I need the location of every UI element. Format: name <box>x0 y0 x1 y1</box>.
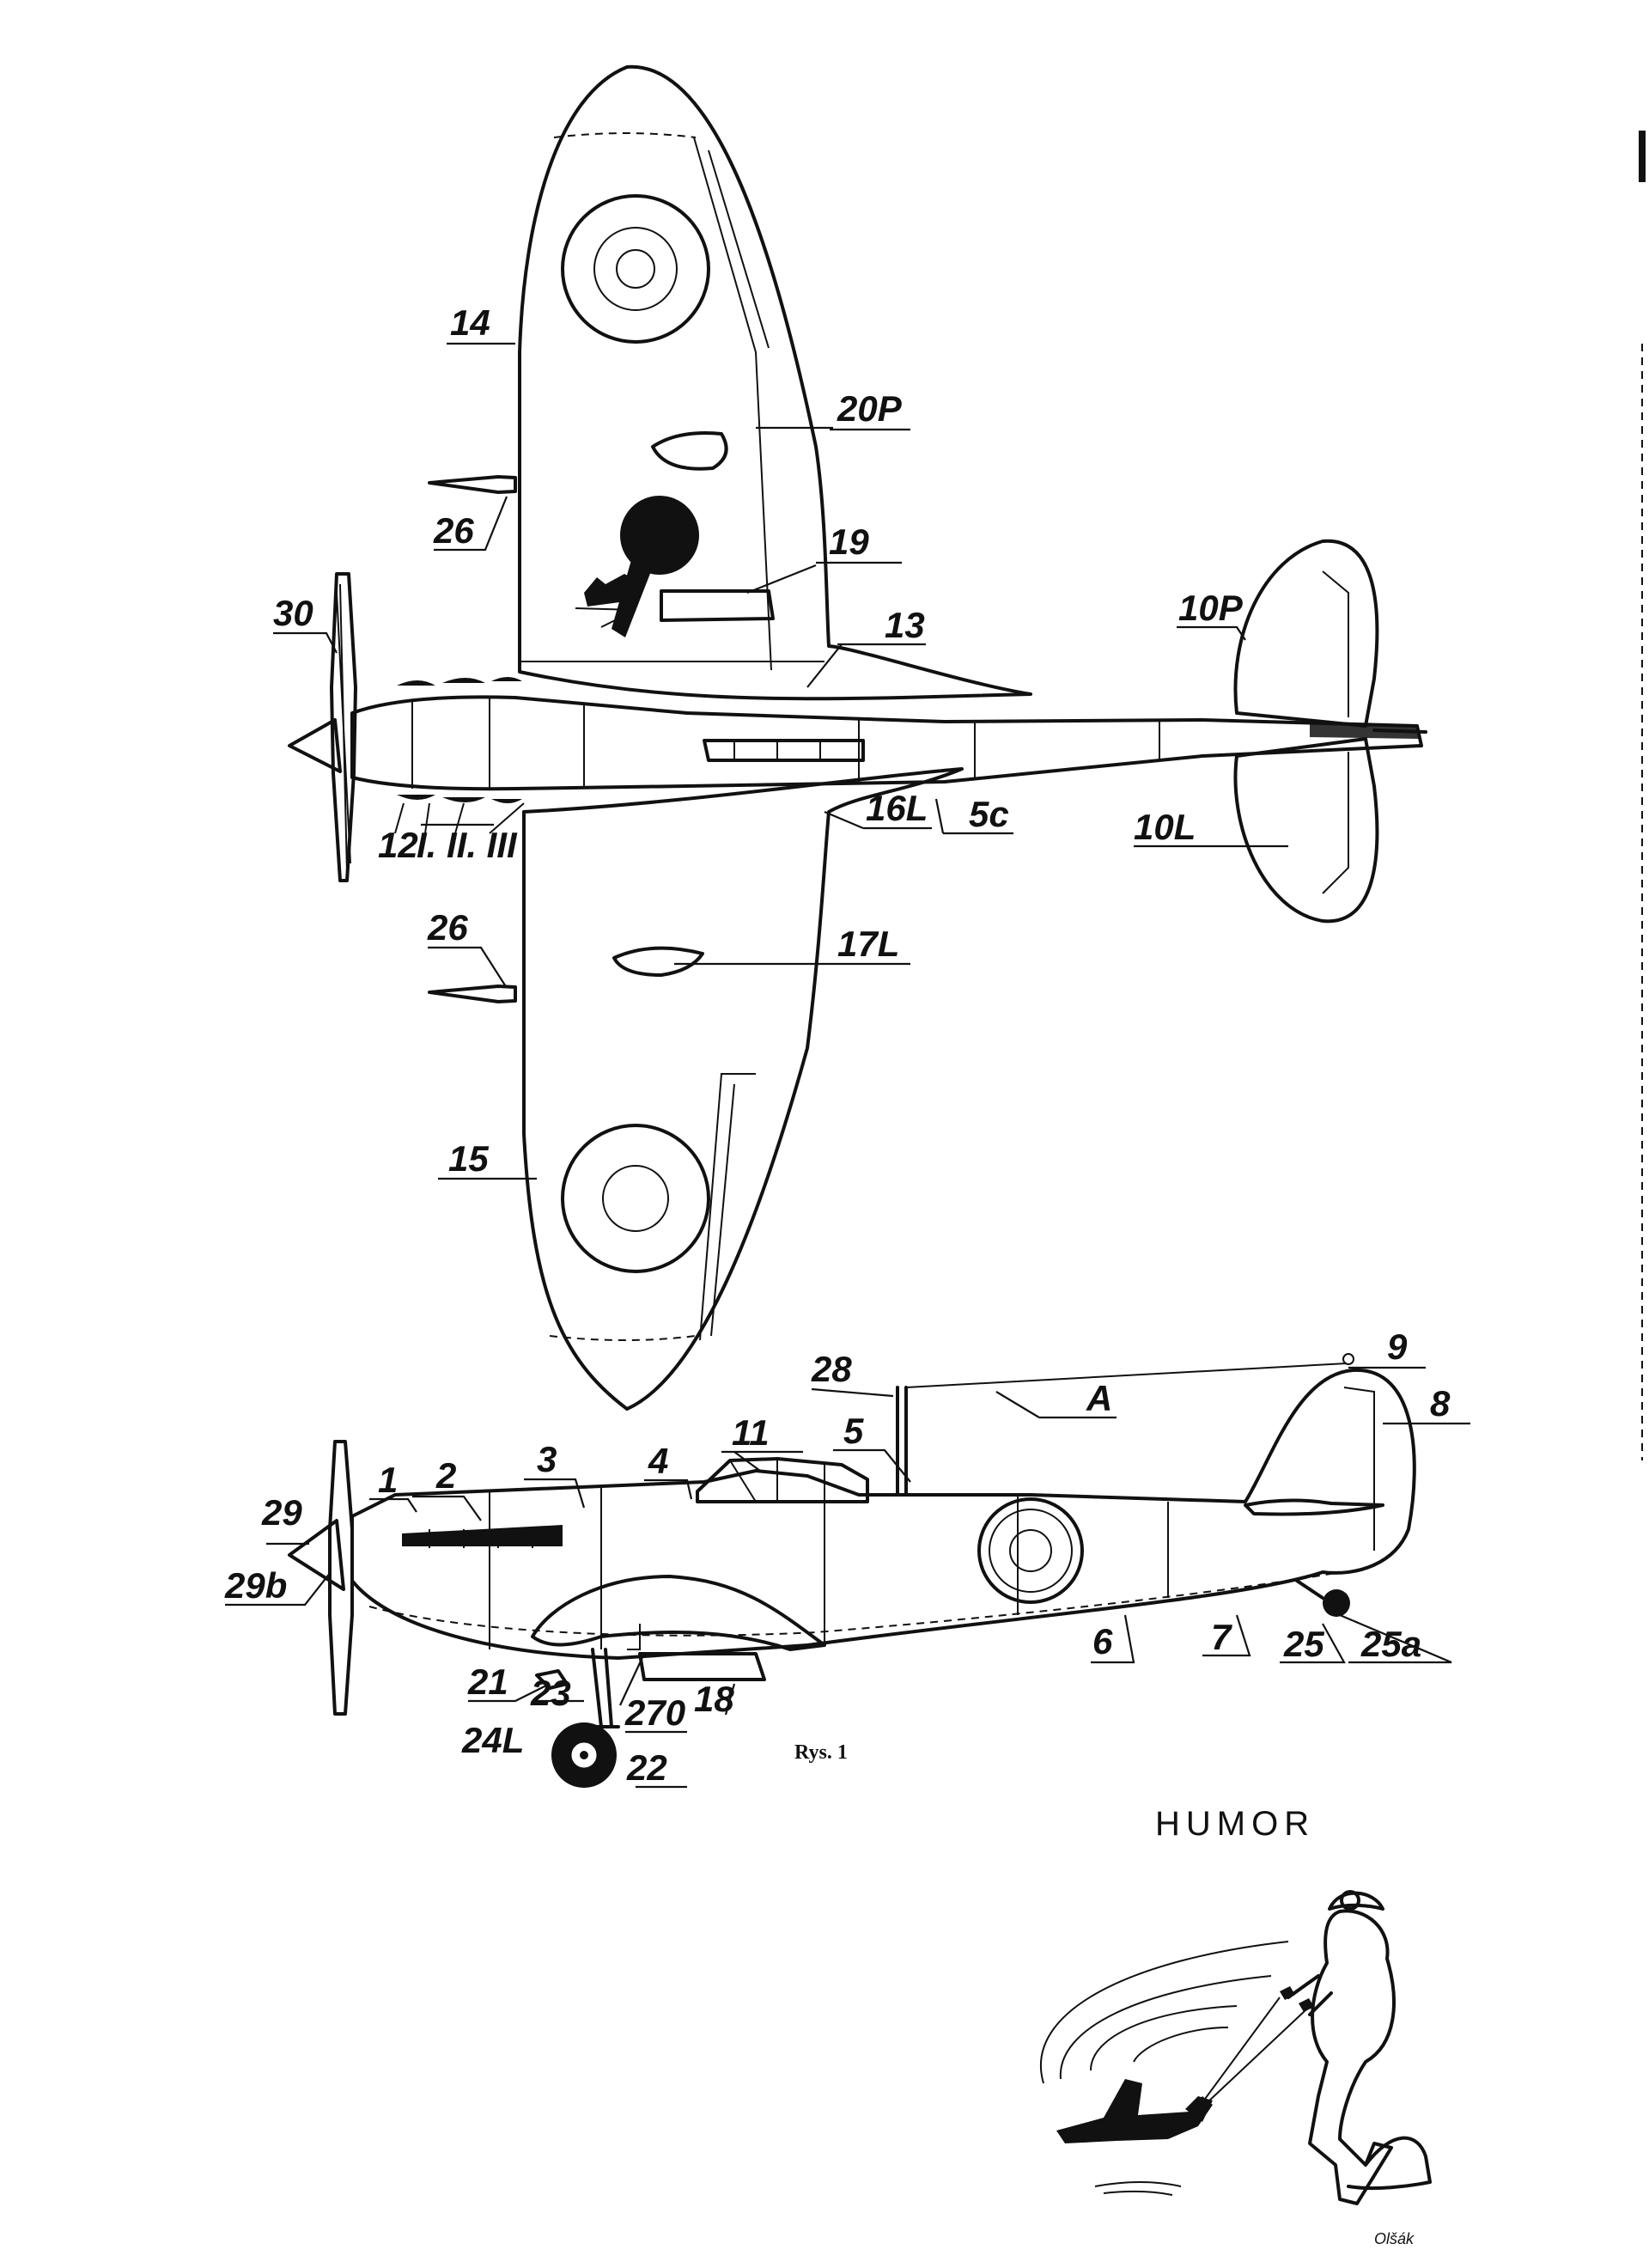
label-28: 28 <box>811 1349 852 1389</box>
side-antenna-wire <box>905 1363 1348 1388</box>
label-21: 21 <box>467 1661 508 1702</box>
humor-title: HUMOR <box>1155 1805 1315 1843</box>
plan-roundel-upper <box>561 194 710 344</box>
label-2: 2 <box>435 1455 456 1496</box>
page-edge-mark <box>1639 131 1646 182</box>
label-5: 5 <box>843 1411 864 1451</box>
label-13: 13 <box>885 605 925 645</box>
side-tailwheel <box>1295 1579 1350 1617</box>
label-15: 15 <box>448 1138 489 1179</box>
label-24l: 24L <box>461 1720 524 1760</box>
side-propeller <box>288 1440 354 1716</box>
side-canopy <box>696 1457 869 1503</box>
label-30: 30 <box>273 593 313 633</box>
plan-wing-lower <box>522 767 964 1411</box>
plan-view <box>273 64 1427 1411</box>
label-9: 9 <box>1387 1326 1408 1367</box>
label-4: 4 <box>648 1441 668 1481</box>
plan-cannons <box>428 475 517 1003</box>
label-25a: 25a <box>1360 1624 1421 1664</box>
label-20p: 20P <box>837 388 903 429</box>
label-a: A <box>1086 1378 1112 1418</box>
label-12: 12 <box>378 825 418 865</box>
label-3: 3 <box>537 1439 557 1479</box>
humor-section: HUMOR Olšák <box>1039 1805 1432 2247</box>
plan-tailplane-lower <box>1233 737 1379 924</box>
plan-pilot-disc <box>575 496 699 637</box>
humor-cartoon: Olšák <box>1039 1890 1432 2247</box>
label-19: 19 <box>829 521 869 562</box>
label-11: 11 <box>732 1412 770 1453</box>
label-26-upper: 26 <box>433 510 474 551</box>
humor-plane <box>1056 2079 1213 2143</box>
side-fuselage <box>350 1368 1416 1660</box>
label-26-lower: 26 <box>427 907 468 948</box>
label-29b: 29b <box>224 1565 287 1606</box>
label-29: 29 <box>261 1492 302 1533</box>
side-radiator <box>638 1652 766 1681</box>
label-12-sub: I. II. III <box>417 825 518 865</box>
side-undercarriage <box>535 1648 620 1788</box>
label-6: 6 <box>1092 1621 1113 1661</box>
plan-fuselage <box>350 695 1423 791</box>
plan-landing-light-lower <box>612 946 704 977</box>
side-roundel <box>977 1497 1084 1604</box>
plan-roundel-lower <box>561 1124 710 1273</box>
label-25: 25 <box>1283 1624 1324 1664</box>
label-14: 14 <box>450 302 490 343</box>
plan-wing-panel-19 <box>660 589 775 622</box>
side-tailplane <box>1244 1498 1384 1516</box>
humor-man <box>1308 1909 1396 2205</box>
label-5c: 5c <box>969 794 1009 834</box>
label-270: 270 <box>624 1692 685 1733</box>
plan-exhausts <box>397 677 522 803</box>
label-22: 22 <box>626 1747 667 1788</box>
side-wing-root <box>531 1575 826 1651</box>
side-view <box>225 1353 1470 1789</box>
humor-signature: Olšák <box>1374 2230 1415 2247</box>
label-16l: 16L <box>866 788 928 828</box>
plan-wing-upper <box>518 64 1032 701</box>
label-17l: 17L <box>837 924 899 964</box>
side-antenna-mast <box>896 1386 908 1497</box>
plan-propeller <box>288 572 357 882</box>
plan-landing-light-upper <box>651 431 728 471</box>
label-23: 23 <box>530 1673 571 1713</box>
figure-caption: Rys. 1 <box>794 1741 848 1764</box>
label-10l: 10L <box>1134 807 1196 847</box>
label-18: 18 <box>694 1679 734 1719</box>
label-7: 7 <box>1211 1617 1232 1657</box>
label-8: 8 <box>1430 1383 1451 1424</box>
label-10p: 10P <box>1178 588 1244 628</box>
side-labels: 28 9 A 8 11 5 1 2 3 4 29 29b 6 7 25 25a … <box>224 1326 1451 1788</box>
label-1: 1 <box>378 1460 398 1500</box>
plan-canopy <box>703 739 865 762</box>
plan-labels: 14 20P 26 19 30 13 10P 12 I. II. III 16L… <box>273 302 1244 1179</box>
side-exhausts <box>402 1525 563 1546</box>
plan-tailplane-upper <box>1233 539 1379 728</box>
